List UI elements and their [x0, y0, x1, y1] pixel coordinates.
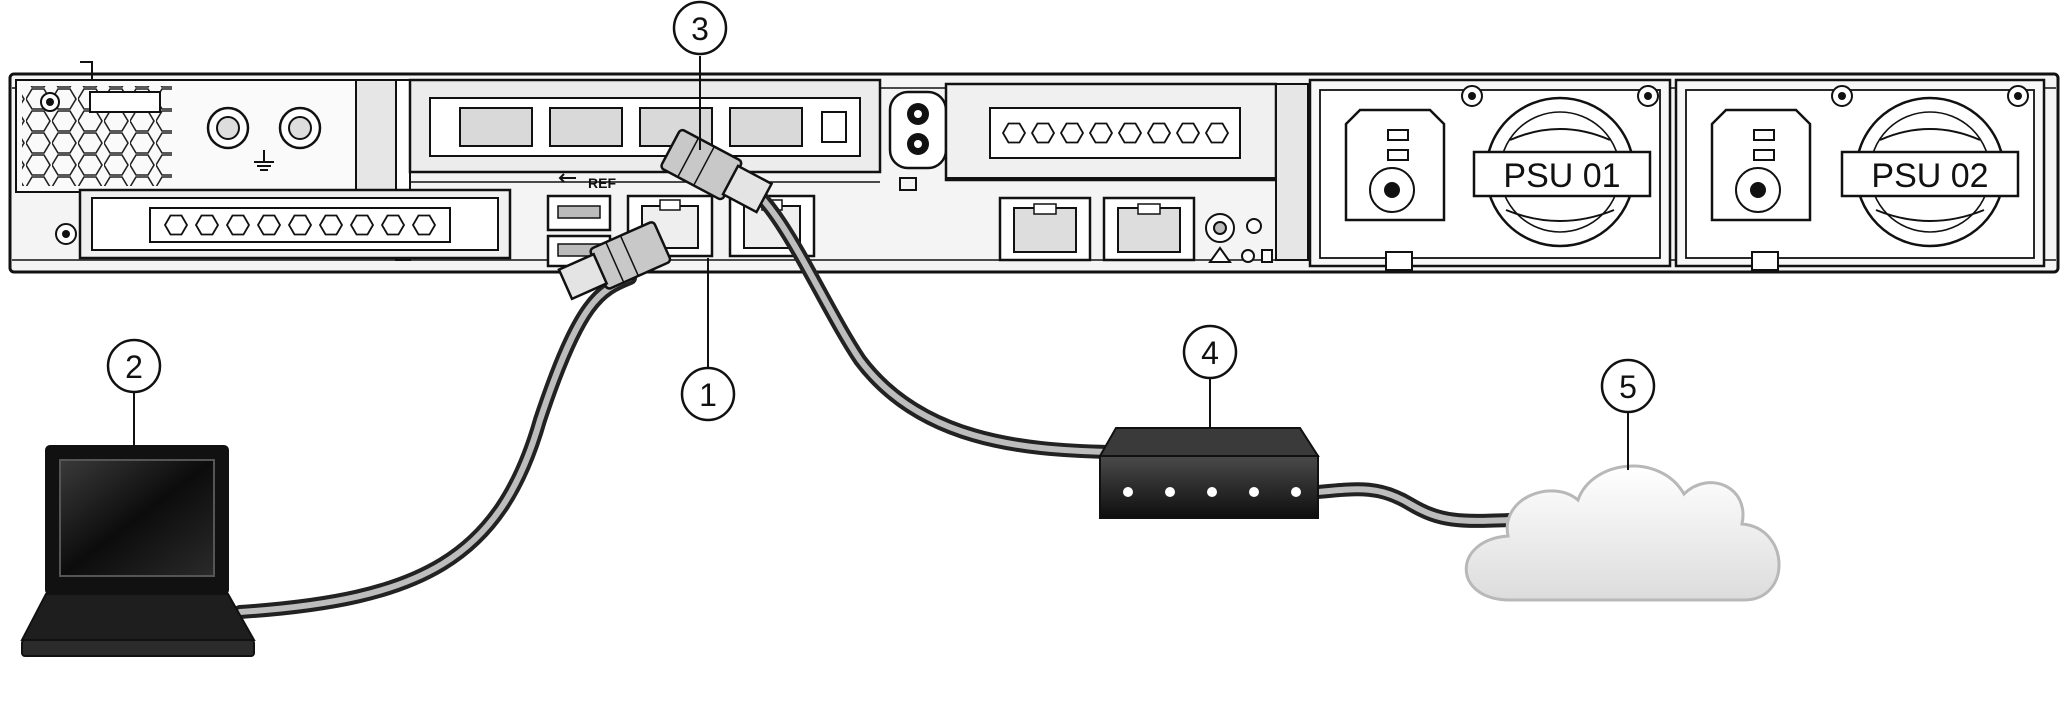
pcie-slot-lower-left: [55, 188, 512, 260]
callout-3: [672, 0, 728, 56]
status-indicators: [1205, 213, 1273, 263]
callouts: 3 1 2 4 5: [106, 0, 1656, 470]
psu-02-label-box: [1840, 150, 2020, 198]
port-label-ref: REF: [588, 175, 616, 191]
hex-vent-hole: [1117, 122, 1143, 144]
rj45-port-net1: [1102, 196, 1196, 262]
hex-vent-hole: [256, 214, 282, 236]
hex-vent-hole: [411, 214, 437, 236]
psu-01: PSU 01: [1308, 78, 1672, 271]
laptop: [20, 445, 256, 657]
hex-vent-hole: [1175, 122, 1201, 144]
usb-icon: [558, 173, 576, 183]
pcie-riser-upper: [408, 78, 882, 183]
rj45-port-net0: [998, 196, 1092, 262]
hex-vent-hole: [225, 214, 251, 236]
server-chassis: REF: [8, 61, 2060, 274]
cable-switch-to-cloud: [1311, 482, 1517, 528]
left-vent-panel: [15, 61, 357, 193]
hex-vent-hole: [1001, 122, 1027, 144]
callout-5-number: 5: [1619, 369, 1637, 405]
pcie-slot-center: [944, 82, 1278, 182]
hex-vent-hole: [1146, 122, 1172, 144]
laptop-screen: [59, 459, 215, 577]
hex-vent-hole: [1030, 122, 1056, 144]
switch-port-lights: [1123, 487, 1301, 497]
hex-vent-hole: [1204, 122, 1230, 144]
callout-3-number: 3: [691, 11, 709, 47]
psu-02-label: PSU 02: [1871, 157, 1988, 195]
hex-vent-hole: [380, 214, 406, 236]
psu-01-label: PSU 01: [1503, 157, 1620, 195]
callout-2-number: 2: [125, 349, 143, 385]
ground-symbol-icon: [254, 150, 274, 171]
hex-vent-hole: [1088, 122, 1114, 144]
callout-1-number: 1: [699, 377, 717, 413]
network-cloud-icon: [1464, 464, 1781, 602]
rj45-plug-ser-mgt: [557, 221, 672, 301]
callout-4-number: 4: [1201, 335, 1219, 371]
hex-vent-hole: [318, 214, 344, 236]
psu-02: PSU 02: [1674, 78, 2046, 271]
callout-5: [1600, 358, 1656, 414]
hex-vent-hole: [287, 214, 313, 236]
hex-vent-hole: [194, 214, 220, 236]
psu-01-label-box: [1472, 150, 1652, 198]
hex-vent-hole: [163, 214, 189, 236]
callout-1: [680, 366, 736, 422]
callout-2: [106, 338, 162, 394]
power-inlet-icon: [1710, 108, 1812, 222]
rj45-plug-net-mgt: [660, 128, 774, 214]
power-inlet-icon: [1344, 108, 1446, 222]
hex-vent-hole: [349, 214, 375, 236]
callout-4: [1182, 324, 1238, 380]
hex-vent-hole: [1059, 122, 1085, 144]
cable-laptop-to-ser-mgt: [233, 271, 637, 619]
cable-net-mgt-to-switch: [733, 173, 1117, 459]
network-switch: [1098, 427, 1320, 519]
